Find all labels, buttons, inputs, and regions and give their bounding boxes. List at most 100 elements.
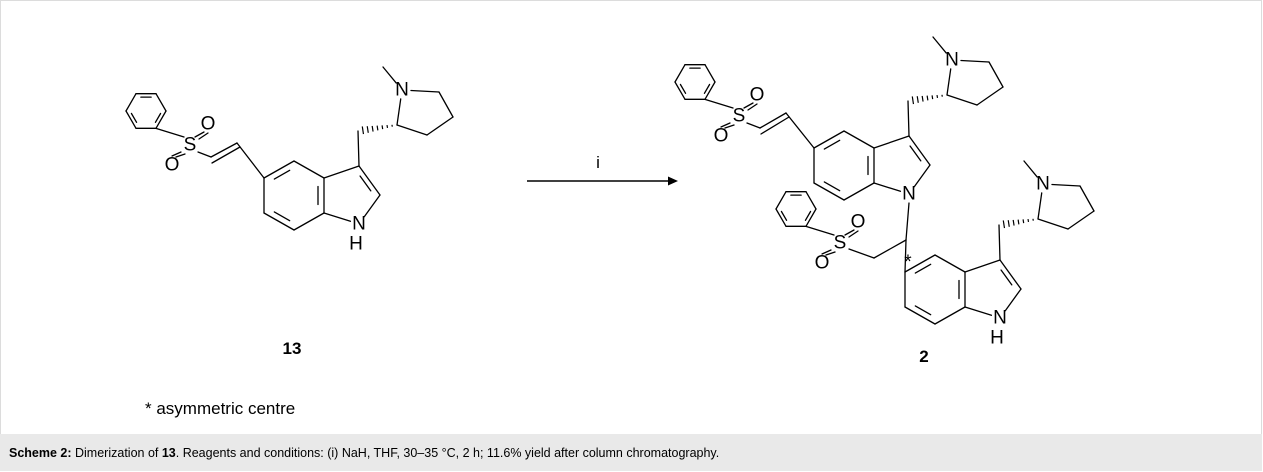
bond (438, 91, 454, 118)
phenyl-ring (674, 64, 716, 100)
reaction-arrow (527, 176, 678, 186)
vinyl-double-bond-inner (211, 146, 241, 164)
double-bond-inner-line (273, 169, 291, 180)
sulfonyl-double-bond (175, 153, 186, 158)
stereo-hashed-bond (1002, 218, 1034, 229)
bond (363, 194, 381, 218)
indole-nitrogen: N (902, 184, 916, 205)
n-methyl-bond (932, 36, 947, 54)
stereo-hashed-bond (361, 124, 393, 135)
bond (976, 86, 1004, 106)
compound-label-13: 13 (283, 339, 302, 358)
sulfonyl-double-bond (198, 132, 209, 140)
bond (704, 81, 716, 100)
double-bond-inner-line (914, 263, 932, 274)
bond (396, 124, 428, 136)
bond (125, 110, 137, 129)
hash-stroke (371, 125, 374, 132)
vinyl-bond (236, 142, 265, 179)
hash-stroke (1012, 219, 1015, 226)
pyrrolidine-ring (946, 59, 1004, 106)
phenylsulfonyl-group-upper: SOO (674, 64, 765, 147)
ch-aryl-bond (904, 239, 907, 273)
hash-stroke (921, 95, 924, 102)
bond (908, 135, 931, 166)
sulfonyl-double-bond (724, 124, 735, 129)
double-bond-inner-line (780, 210, 788, 222)
double-bond-inner-line (1000, 269, 1013, 286)
ch-ch2-bond (873, 239, 907, 259)
sulfonyl-oxygen: O (714, 126, 729, 147)
compound-label-2: 2 (919, 347, 928, 366)
bond (396, 98, 402, 126)
bond (358, 165, 381, 196)
hash-stroke (926, 95, 929, 101)
vinyl-bond (746, 122, 761, 129)
phenyl-sulfur-bond (805, 225, 835, 236)
hash-stroke (376, 125, 379, 131)
phenylsulfonyl-group: SOO (125, 93, 215, 176)
double-bond-inner-line (154, 112, 162, 124)
ch2-sulfur-bond (848, 248, 875, 259)
phenyl-ring (775, 191, 817, 227)
stereo-hashed-bond (911, 94, 943, 105)
bond (1067, 210, 1095, 230)
hash-stroke (911, 96, 915, 105)
bond (946, 94, 978, 106)
sulfonyl-double-bond (194, 131, 205, 138)
pyrrolidine-nitrogen: N (1036, 174, 1050, 195)
sulfonyl-double-bond (844, 229, 855, 236)
hash-stroke (931, 95, 934, 100)
bond (999, 259, 1022, 290)
bond (674, 81, 686, 100)
double-bond-inner-line (909, 145, 922, 162)
double-bond-inner-line (914, 305, 932, 316)
bond (813, 182, 845, 201)
caption-prefix: Scheme 2: (9, 445, 72, 460)
bond (263, 160, 295, 179)
sulfonyl-double-bond (848, 230, 859, 238)
phenyl-sulfur-bond (155, 127, 185, 138)
double-bond-inner-line (130, 112, 138, 124)
bond (293, 160, 325, 179)
bond (913, 164, 931, 188)
bond (263, 212, 295, 231)
hash-stroke (916, 96, 919, 103)
bond (998, 224, 1001, 261)
sulfonyl-double-bond (821, 249, 832, 255)
bond (1051, 183, 1081, 187)
sulfonyl-oxygen: O (851, 212, 866, 233)
indole-nh-nitrogen: N (993, 308, 1007, 329)
vinyl-double-bond (759, 112, 787, 129)
sulfonyl-oxygen: O (750, 85, 765, 106)
bond (1004, 288, 1022, 312)
figure-caption: Scheme 2: Dimerization of 13. Reagents a… (0, 434, 1262, 471)
bond (805, 191, 817, 210)
hash-stroke (361, 126, 365, 135)
hash-stroke (1002, 220, 1006, 229)
hash-stroke (1017, 219, 1020, 225)
bond (907, 100, 910, 137)
bond (813, 130, 845, 149)
bond (964, 306, 993, 316)
n-methyl-bond (382, 66, 397, 84)
double-bond-inner-line (823, 181, 841, 192)
double-bond-inner-line (823, 139, 841, 150)
bond (988, 61, 1004, 88)
vinyl-bond (197, 151, 212, 158)
pyrrolidine-nitrogen: N (395, 80, 409, 101)
bond (410, 89, 440, 93)
sulfonyl-oxygen: O (815, 253, 830, 274)
bond (843, 130, 875, 149)
phenyl-sulfur-bond (704, 98, 734, 109)
bond (964, 259, 1001, 273)
caption-text-2: . Reagents and conditions: (i) NaH, THF,… (175, 445, 720, 460)
pyrrolidine-nitrogen: N (945, 50, 959, 71)
bond (125, 93, 137, 112)
bond (323, 165, 360, 179)
bond (293, 212, 325, 231)
vinyl-double-bond (210, 142, 238, 158)
sulfur-atom: S (184, 135, 197, 156)
vinyl-double-bond-inner (760, 116, 790, 135)
